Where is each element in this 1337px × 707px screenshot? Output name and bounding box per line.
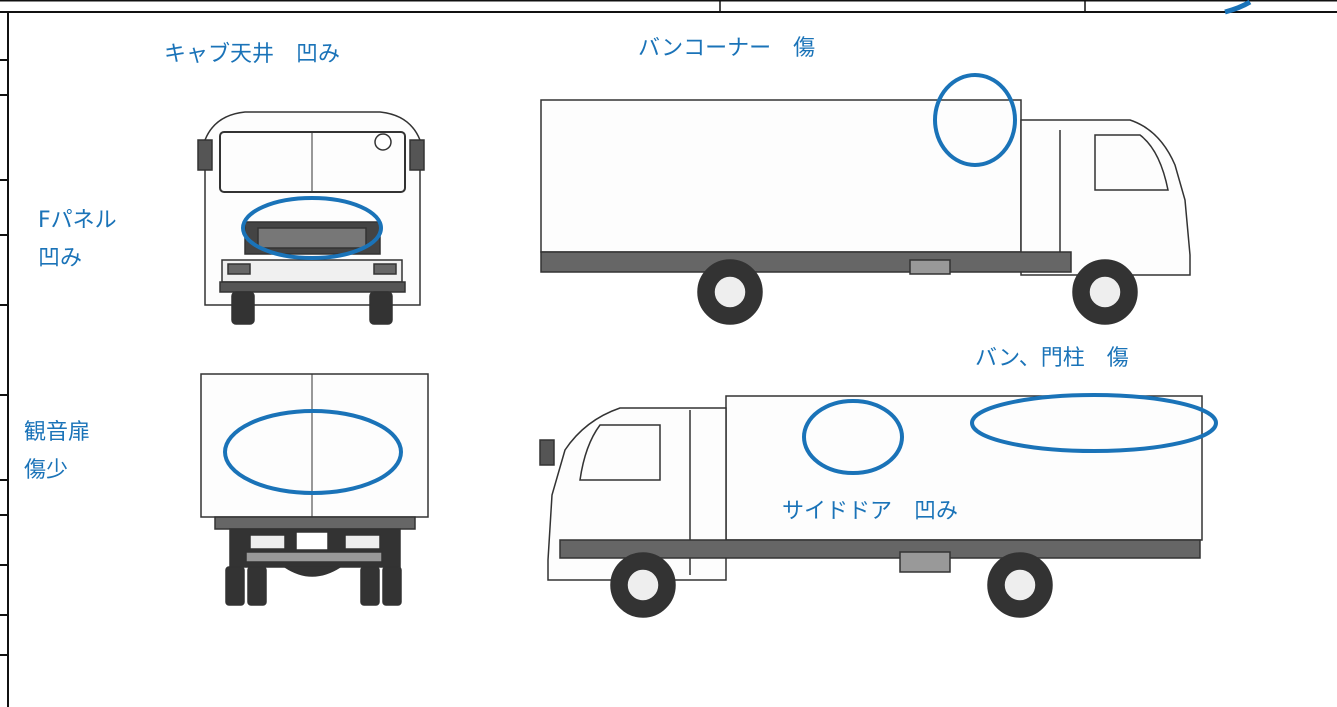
label-van-pillar: バン、門柱 傷	[975, 346, 1129, 371]
truck-side-view-right	[540, 99, 1191, 325]
label-side-door: サイドドア 凹み	[782, 499, 959, 524]
truck-front-view	[197, 111, 425, 325]
label-front-panel: Fパネル 凹み	[38, 206, 117, 274]
label-front-panel-line1: Fパネル	[38, 208, 117, 233]
front-panel-marker	[241, 196, 383, 260]
left-margin-ticks	[0, 59, 8, 656]
rear-door-marker	[223, 409, 403, 495]
truck-side-view-left	[539, 395, 1203, 618]
side-door-marker	[802, 399, 904, 475]
label-rear-door-line1: 観音扉	[24, 420, 91, 445]
label-van-corner: バンコーナー 傷	[638, 36, 816, 61]
label-front-panel-line2: 凹み	[38, 246, 83, 271]
van-corner-marker	[933, 73, 1017, 167]
truck-rear-view	[200, 373, 429, 606]
label-cab-roof: キャブ天井 凹み	[164, 42, 341, 67]
label-rear-door-line2: 傷少	[24, 458, 69, 483]
damage-markers	[223, 73, 1218, 495]
corner-mark-icon	[1224, 0, 1252, 15]
label-rear-door: 観音扉 傷少	[24, 418, 90, 486]
van-pillar-marker	[970, 393, 1218, 453]
